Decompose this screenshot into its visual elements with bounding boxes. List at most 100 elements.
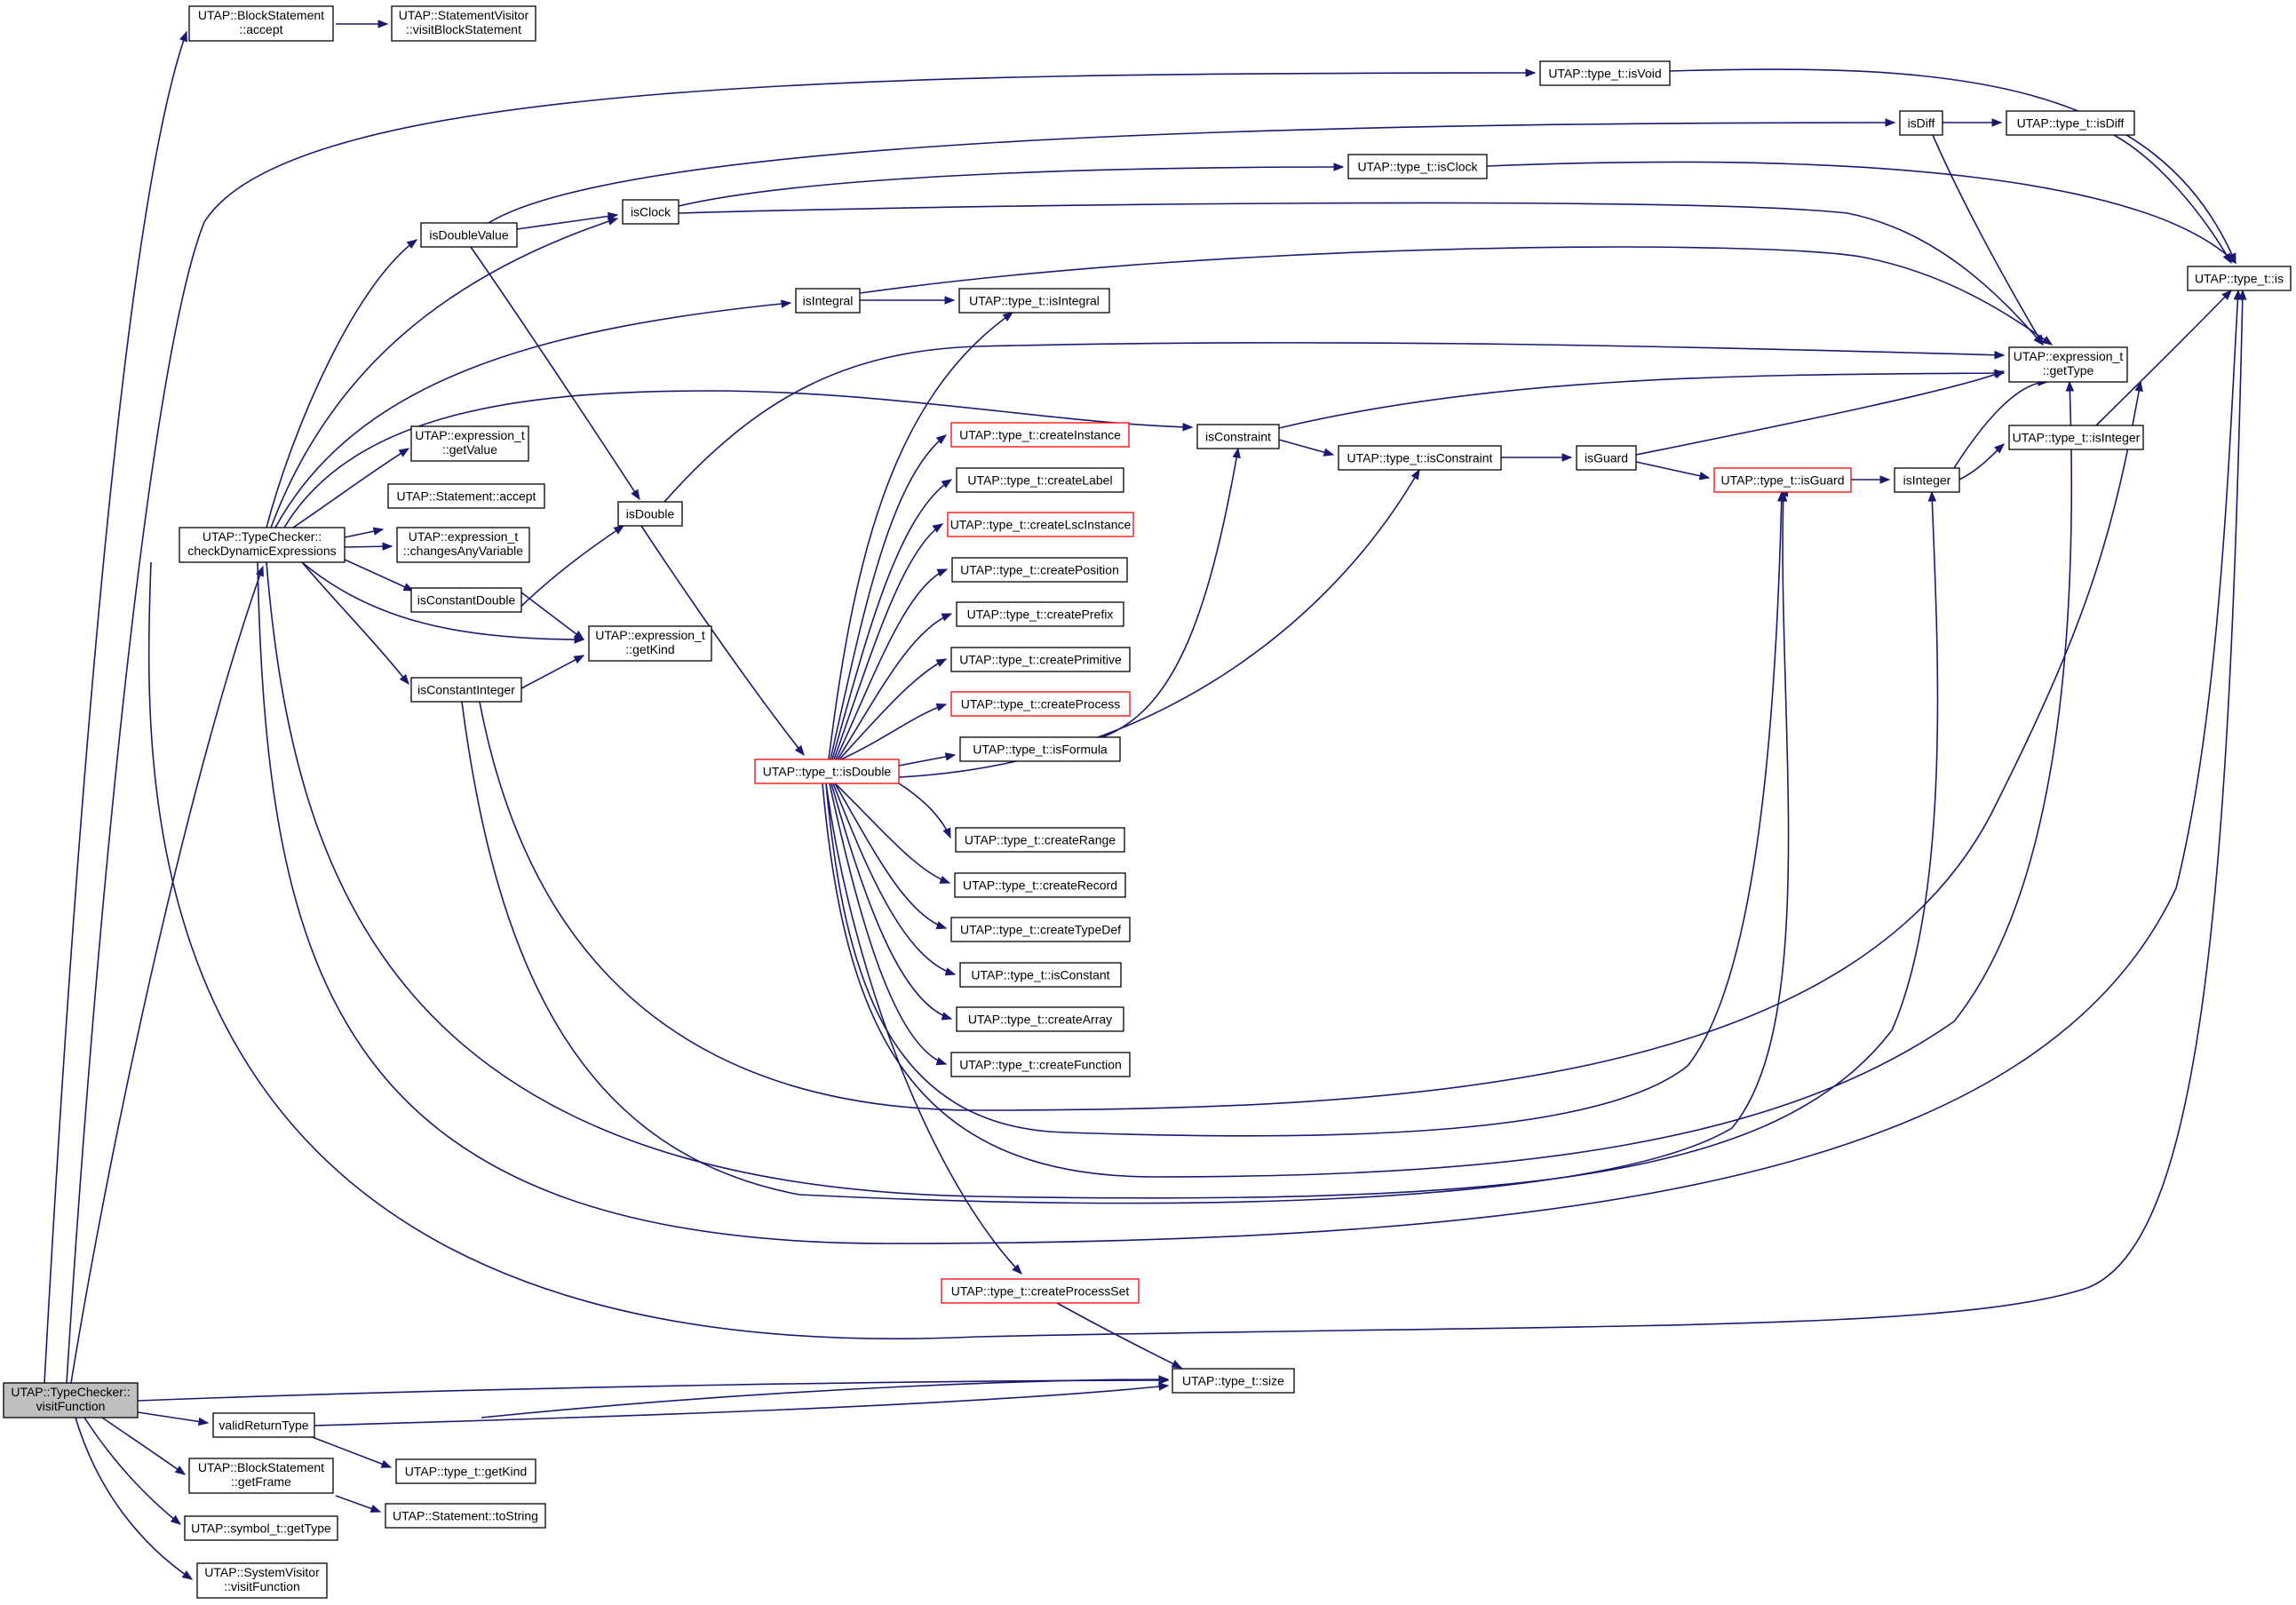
edge-to-isConstraint (283, 390, 1193, 528)
node-createProcessSet[interactable]: UTAP::type_t::createProcessSet (941, 1278, 1140, 1304)
node-box (410, 425, 529, 462)
node-label: isConstantInteger (417, 683, 515, 697)
node-getValue[interactable]: UTAP::expression_t::getValue (410, 425, 529, 462)
node-createLsc[interactable]: UTAP::type_t::createLscInstance (947, 512, 1134, 537)
node-label: UTAP::type_t::isDouble (763, 765, 892, 779)
arrowhead-createRange (942, 827, 951, 839)
arrowhead-st-accept (372, 527, 385, 536)
arrowhead-bs-accept (179, 30, 187, 43)
node-st-toString[interactable]: UTAP::Statement::toString (385, 1503, 546, 1529)
node-label: UTAP::type_t::createRange (965, 833, 1116, 847)
node-box (950, 917, 1131, 942)
node-createFunction[interactable]: UTAP::type_t::createFunction (950, 1052, 1131, 1077)
node-isDoubleValue[interactable]: isDoubleValue (420, 222, 518, 248)
edge-to-t-size (137, 1379, 1169, 1402)
arrowhead-getType (1994, 350, 2006, 360)
node-st-accept[interactable]: UTAP::Statement::accept (387, 483, 545, 509)
node-box (410, 587, 522, 613)
node-label: isIntegral (803, 294, 854, 308)
node-isFormula[interactable]: UTAP::type_t::isFormula (959, 736, 1121, 762)
node-checkDyn[interactable]: UTAP::TypeChecker::checkDynamicExpressio… (179, 527, 346, 563)
node-t-isConstraint[interactable]: UTAP::type_t::isConstraint (1338, 445, 1502, 471)
node-t-isIntegral[interactable]: UTAP::type_t::isIntegral (958, 288, 1110, 314)
arrowhead-t-size (1158, 1376, 1170, 1385)
node-isGuard[interactable]: isGuard (1576, 445, 1637, 471)
node-isClock[interactable]: isClock (622, 199, 679, 225)
node-label: UTAP::SystemVisitor (204, 1565, 320, 1579)
edge-to-createFunction (829, 783, 947, 1065)
node-label: UTAP::type_t::isGuard (1720, 473, 1844, 488)
node-createTypeDef[interactable]: UTAP::type_t::createTypeDef (950, 917, 1131, 942)
node-createRange[interactable]: UTAP::type_t::createRange (955, 827, 1125, 853)
node-box (410, 677, 522, 703)
node-isConstDouble[interactable]: isConstantDouble (410, 587, 522, 613)
node-box (950, 422, 1130, 448)
edge-to-isDouble (514, 525, 624, 613)
node-createProcess[interactable]: UTAP::type_t::createProcess (950, 691, 1131, 717)
node-changesAny[interactable]: UTAP::expression_t::changesAnyVariable (396, 527, 530, 563)
node-createArray[interactable]: UTAP::type_t::createArray (956, 1006, 1124, 1032)
node-label: UTAP::Statement::accept (397, 489, 536, 504)
edge-to-getType (678, 202, 2044, 346)
node-box (385, 1503, 546, 1529)
node-isConstant[interactable]: UTAP::type_t::isConstant (959, 962, 1122, 988)
function-nodes: UTAP::TypeChecker::visitFunctionUTAP::Bl… (3, 5, 2292, 1599)
node-createLabel[interactable]: UTAP::type_t::createLabel (956, 467, 1124, 493)
edge-to-t-is (1486, 161, 2236, 264)
node-label: isInteger (1903, 473, 1951, 488)
node-bs-accept[interactable]: UTAP::BlockStatement::accept (188, 5, 334, 42)
node-createPrefix[interactable]: UTAP::type_t::createPrefix (956, 601, 1124, 627)
node-createRecord[interactable]: UTAP::type_t::createRecord (954, 872, 1126, 898)
node-label: UTAP::type_t::createTypeDef (960, 923, 1121, 937)
node-label: isDoubleValue (429, 228, 508, 242)
node-label: UTAP::type_t::createProcess (961, 697, 1120, 711)
node-isDiff[interactable]: isDiff (1899, 110, 1943, 136)
edge-to-getType (822, 381, 2073, 1178)
arrowhead-isInteger (1927, 490, 1937, 502)
node-t-isClock[interactable]: UTAP::type_t::isClock (1347, 154, 1488, 179)
arrowhead-createPrefix (941, 613, 953, 622)
node-sv-visitBlock[interactable]: UTAP::StatementVisitor::visitBlockStatem… (391, 5, 536, 42)
node-label: UTAP::type_t::createPrefix (967, 608, 1114, 622)
node-t-isInteger[interactable]: UTAP::type_t::isInteger (2008, 425, 2144, 450)
node-box (950, 691, 1131, 717)
node-t-isDiff[interactable]: UTAP::type_t::isDiff (2006, 110, 2135, 136)
node-box (2008, 425, 2144, 450)
node-createPrimitive[interactable]: UTAP::type_t::createPrimitive (950, 647, 1131, 672)
arrowhead-t-isDouble (794, 744, 805, 757)
node-isIntegral[interactable]: isIntegral (795, 288, 861, 314)
arrowhead-getType (2033, 334, 2044, 346)
node-t-is[interactable]: UTAP::type_t::is (2187, 266, 2292, 291)
node-sysv-visitFunction[interactable]: UTAP::SystemVisitor::visitFunction (196, 1562, 328, 1599)
arrowhead-createLsc (932, 523, 944, 533)
arrowhead-sym-getType (170, 1514, 182, 1525)
node-bs-getFrame[interactable]: UTAP::BlockStatement::getFrame (188, 1458, 334, 1494)
edge-to-isDiff (488, 122, 1895, 224)
node-t-size[interactable]: UTAP::type_t::size (1172, 1368, 1295, 1394)
node-getType[interactable]: UTAP::expression_t::getType (2008, 346, 2128, 383)
node-isVoid[interactable]: UTAP::type_t::isVoid (1539, 60, 1671, 86)
node-isInteger[interactable]: isInteger (1894, 467, 1960, 493)
edge-to-createPosition (835, 568, 948, 760)
node-t-isGuard[interactable]: UTAP::type_t::isGuard (1713, 467, 1852, 493)
edge-to-t-isIntegral (828, 312, 1013, 760)
node-box (956, 467, 1124, 493)
node-createPosition[interactable]: UTAP::type_t::createPosition (951, 557, 1128, 583)
node-visitFunction[interactable]: UTAP::TypeChecker::visitFunction (3, 1382, 139, 1418)
node-isConstInt[interactable]: isConstantInteger (410, 677, 522, 703)
node-box (3, 1382, 139, 1418)
node-validReturnType[interactable]: validReturnType (212, 1412, 315, 1438)
node-t-getKind[interactable]: UTAP::type_t::getKind (395, 1458, 536, 1484)
node-sym-getType[interactable]: UTAP::symbol_t::getType (184, 1515, 338, 1541)
node-label: UTAP::BlockStatement (198, 1460, 324, 1474)
node-label: UTAP::type_t::isIntegral (969, 294, 1100, 308)
node-createInstance[interactable]: UTAP::type_t::createInstance (950, 422, 1130, 448)
node-t-isDouble[interactable]: UTAP::type_t::isDouble (754, 759, 900, 784)
node-box (1172, 1368, 1295, 1394)
node-label: ::changesAnyVariable (403, 544, 523, 558)
node-label: isGuard (1585, 451, 1628, 465)
node-getKind[interactable]: UTAP::expression_t::getKind (588, 625, 712, 662)
arrowhead-bs-getFrame (174, 1466, 187, 1475)
node-isConstraint[interactable]: isConstraint (1196, 424, 1280, 449)
node-isDouble[interactable]: isDouble (617, 501, 683, 527)
